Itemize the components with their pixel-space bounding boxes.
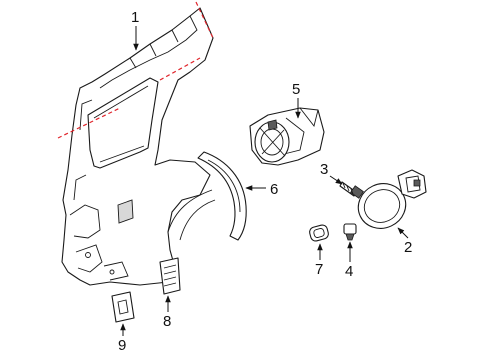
callout-5: 5 [292,81,300,98]
callout-4: 4 [345,263,353,280]
callout-8: 8 [163,313,171,330]
screw-part [339,181,364,199]
callout-6: 6 [270,181,278,198]
leader-3 [329,175,343,185]
callout-9: 9 [118,337,126,354]
callout-7: 7 [315,261,323,278]
callout-1: 1 [131,9,139,26]
trim-piece-part [159,257,181,295]
quarter-panel-part [61,7,216,286]
leader-2 [397,227,409,239]
fuel-door-part [357,169,427,229]
callout-3: 3 [320,161,328,178]
bracket-part [111,291,135,323]
bumper-part [309,224,329,242]
wheel-liner-part [197,151,247,241]
callout-2: 2 [404,239,412,256]
filler-housing-part [249,107,325,166]
clip-part [343,223,357,241]
cut-line-pillar [159,57,201,81]
cut-line-rear [57,107,121,139]
